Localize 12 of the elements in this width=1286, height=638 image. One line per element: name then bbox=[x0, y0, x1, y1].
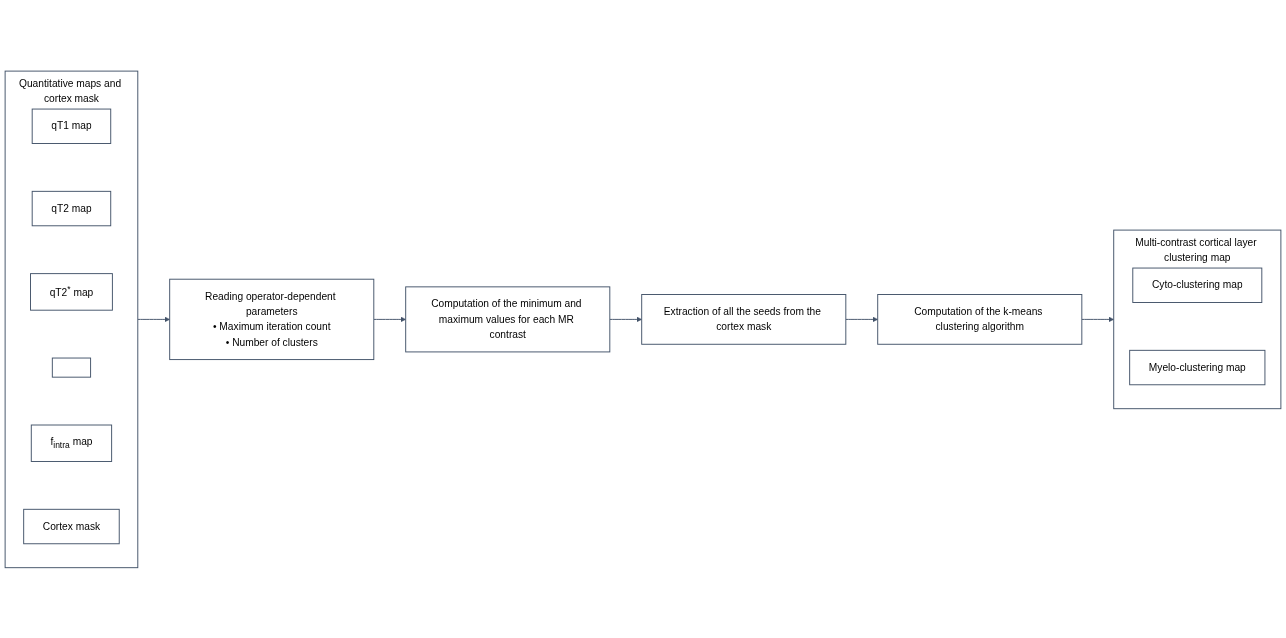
node-box: Computation of the k-means clustering algorithm bbox=[877, 293, 1083, 345]
node-box: Reading operator-dependent parameters • Maximum iteration count • Number of clusters bbox=[169, 278, 375, 360]
node-box: Cortex mask bbox=[23, 508, 120, 544]
node-box bbox=[51, 357, 92, 378]
node-box: Myelo-clustering map bbox=[1129, 349, 1266, 385]
node-box: qT2$^{*}$ map bbox=[30, 272, 113, 311]
node-box: qT1 map bbox=[31, 108, 112, 144]
node-box: Extraction of all the seeds from the cortex mask bbox=[641, 293, 847, 345]
node-box: Computation of the minimum and maximum values for each MR contrast bbox=[405, 286, 611, 352]
node-box: f$_{intra}$ map bbox=[30, 424, 113, 462]
node-box: qT2 map bbox=[31, 190, 112, 226]
node-box: Cyto-clustering map bbox=[1132, 267, 1263, 303]
